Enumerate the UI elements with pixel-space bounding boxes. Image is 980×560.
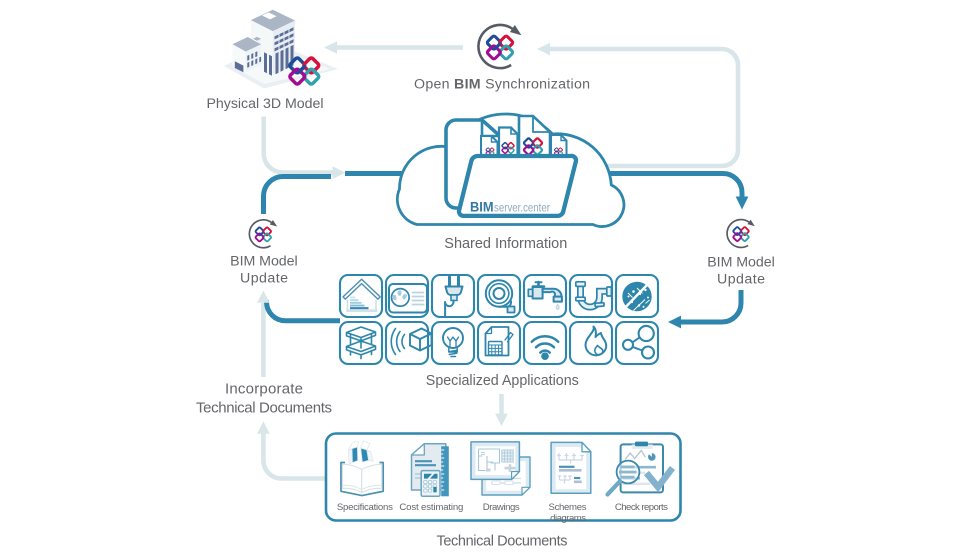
- svg-text:Open BIM Synchronization: Open BIM Synchronization: [414, 77, 590, 93]
- svg-text:Incorporate: Incorporate: [225, 381, 303, 398]
- svg-text:BIM Model: BIM Model: [230, 254, 298, 270]
- svg-text:BIM: BIM: [470, 199, 494, 215]
- svg-text:Shared Information: Shared Information: [444, 236, 567, 252]
- svg-text:Update: Update: [240, 271, 288, 287]
- svg-text:Update: Update: [717, 272, 765, 288]
- svg-text:Technical Documents: Technical Documents: [437, 534, 568, 550]
- svg-text:Specifications: Specifications: [337, 502, 393, 513]
- svg-text:Specialized Applications: Specialized Applications: [426, 373, 579, 389]
- svg-text:Schemes: Schemes: [549, 502, 587, 513]
- svg-text:server.center: server.center: [494, 201, 550, 215]
- svg-text:Check reports: Check reports: [615, 502, 668, 513]
- svg-text:Cost estimating: Cost estimating: [399, 502, 463, 513]
- svg-text:Physical 3D Model: Physical 3D Model: [207, 96, 324, 112]
- svg-text:diagrams: diagrams: [550, 513, 586, 524]
- svg-text:BIM Model: BIM Model: [707, 255, 775, 271]
- svg-text:Drawings: Drawings: [483, 502, 520, 513]
- svg-text:Technical Documents: Technical Documents: [196, 400, 332, 417]
